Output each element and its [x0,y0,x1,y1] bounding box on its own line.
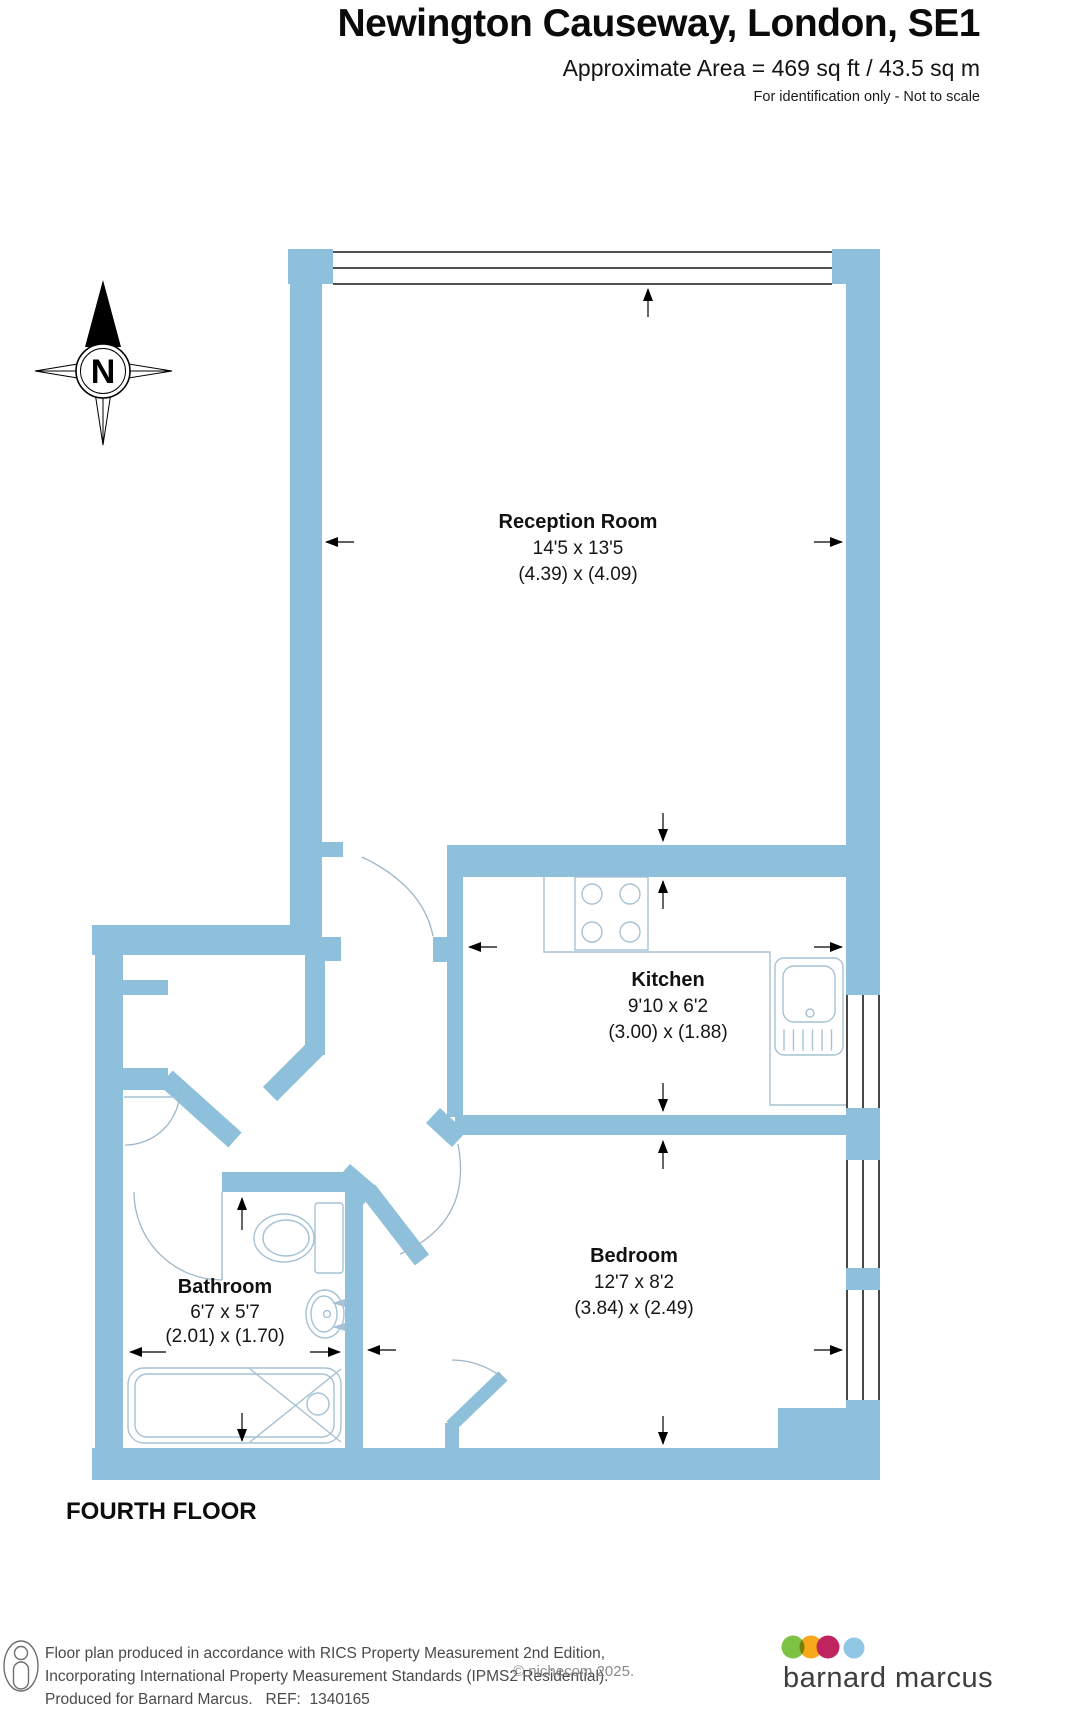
copyright-nichecom: © nichecom 2025. [513,1663,635,1680]
bathtub-shower-icon [127,1367,342,1444]
bathroom-fixtures [127,1202,345,1444]
reception-window [333,251,832,285]
reception-name: Reception Room [499,511,658,533]
kitchen-name: Kitchen [631,969,704,991]
kitchen-door-arc [361,856,434,937]
kitchen-window [846,995,880,1108]
footer-line-2: Incorporating International Property Mea… [45,1668,609,1685]
floor-label: FOURTH FLOOR [66,1498,257,1525]
kitchen-metric: (3.00) x (1.88) [608,1022,727,1043]
stove-hob-icon [574,876,649,951]
bathroom-name: Bathroom [178,1276,272,1298]
reception-imperial: 14'5 x 13'5 [533,538,624,559]
footer-line-1: Floor plan produced in accordance with R… [45,1645,606,1662]
closet-door-arc [124,1089,181,1146]
bedroom-door-arc [451,1359,504,1379]
corridor-door-arc [399,1143,462,1255]
wash-basin-icon [305,1289,345,1339]
counter-outline [543,877,846,1106]
brand-wordmark: barnard marcus [783,1662,994,1694]
header: Newington Causeway, London, SE1 Approxim… [337,2,980,105]
kitchen-fixtures [543,876,846,1106]
footer-disclaimer: Floor plan produced in accordance with R… [45,1642,608,1711]
scale-disclaimer: For identification only - Not to scale [753,89,980,105]
reception-metric: (4.39) x (4.09) [518,564,637,585]
person-in-circle-icon [3,1640,39,1692]
kitchen-imperial: 9'10 x 6'2 [628,996,708,1017]
door-arcs [124,856,504,1379]
compass-rose-icon: N [34,280,173,446]
bedroom-imperial: 12'7 x 8'2 [594,1272,674,1293]
sink-drainer-icon [774,957,844,1056]
bathroom-metric: (2.01) x (1.70) [165,1326,284,1347]
bedroom-metric: (3.84) x (2.49) [574,1298,693,1319]
compass-north-label: N [91,353,116,391]
footer-line-3: Produced for Barnard Marcus. REF: 134016… [45,1691,370,1708]
windows [333,251,880,1400]
bedroom-name: Bedroom [590,1245,678,1267]
brand-dots-icon [781,1635,865,1659]
toilet-icon [253,1202,344,1274]
bedroom-window-1 [846,1160,880,1268]
walls [92,249,880,1480]
room-labels: Reception Room 14'5 x 13'5 (4.39) x (4.0… [165,511,727,1347]
bedroom-window-2 [846,1290,880,1400]
bathroom-door-arc [133,1191,223,1281]
area-line: Approximate Area = 469 sq ft / 43.5 sq m [562,55,980,81]
page-title: Newington Causeway, London, SE1 [337,2,980,45]
bathroom-imperial: 6'7 x 5'7 [190,1302,260,1323]
dimension-arrows [129,288,843,1445]
